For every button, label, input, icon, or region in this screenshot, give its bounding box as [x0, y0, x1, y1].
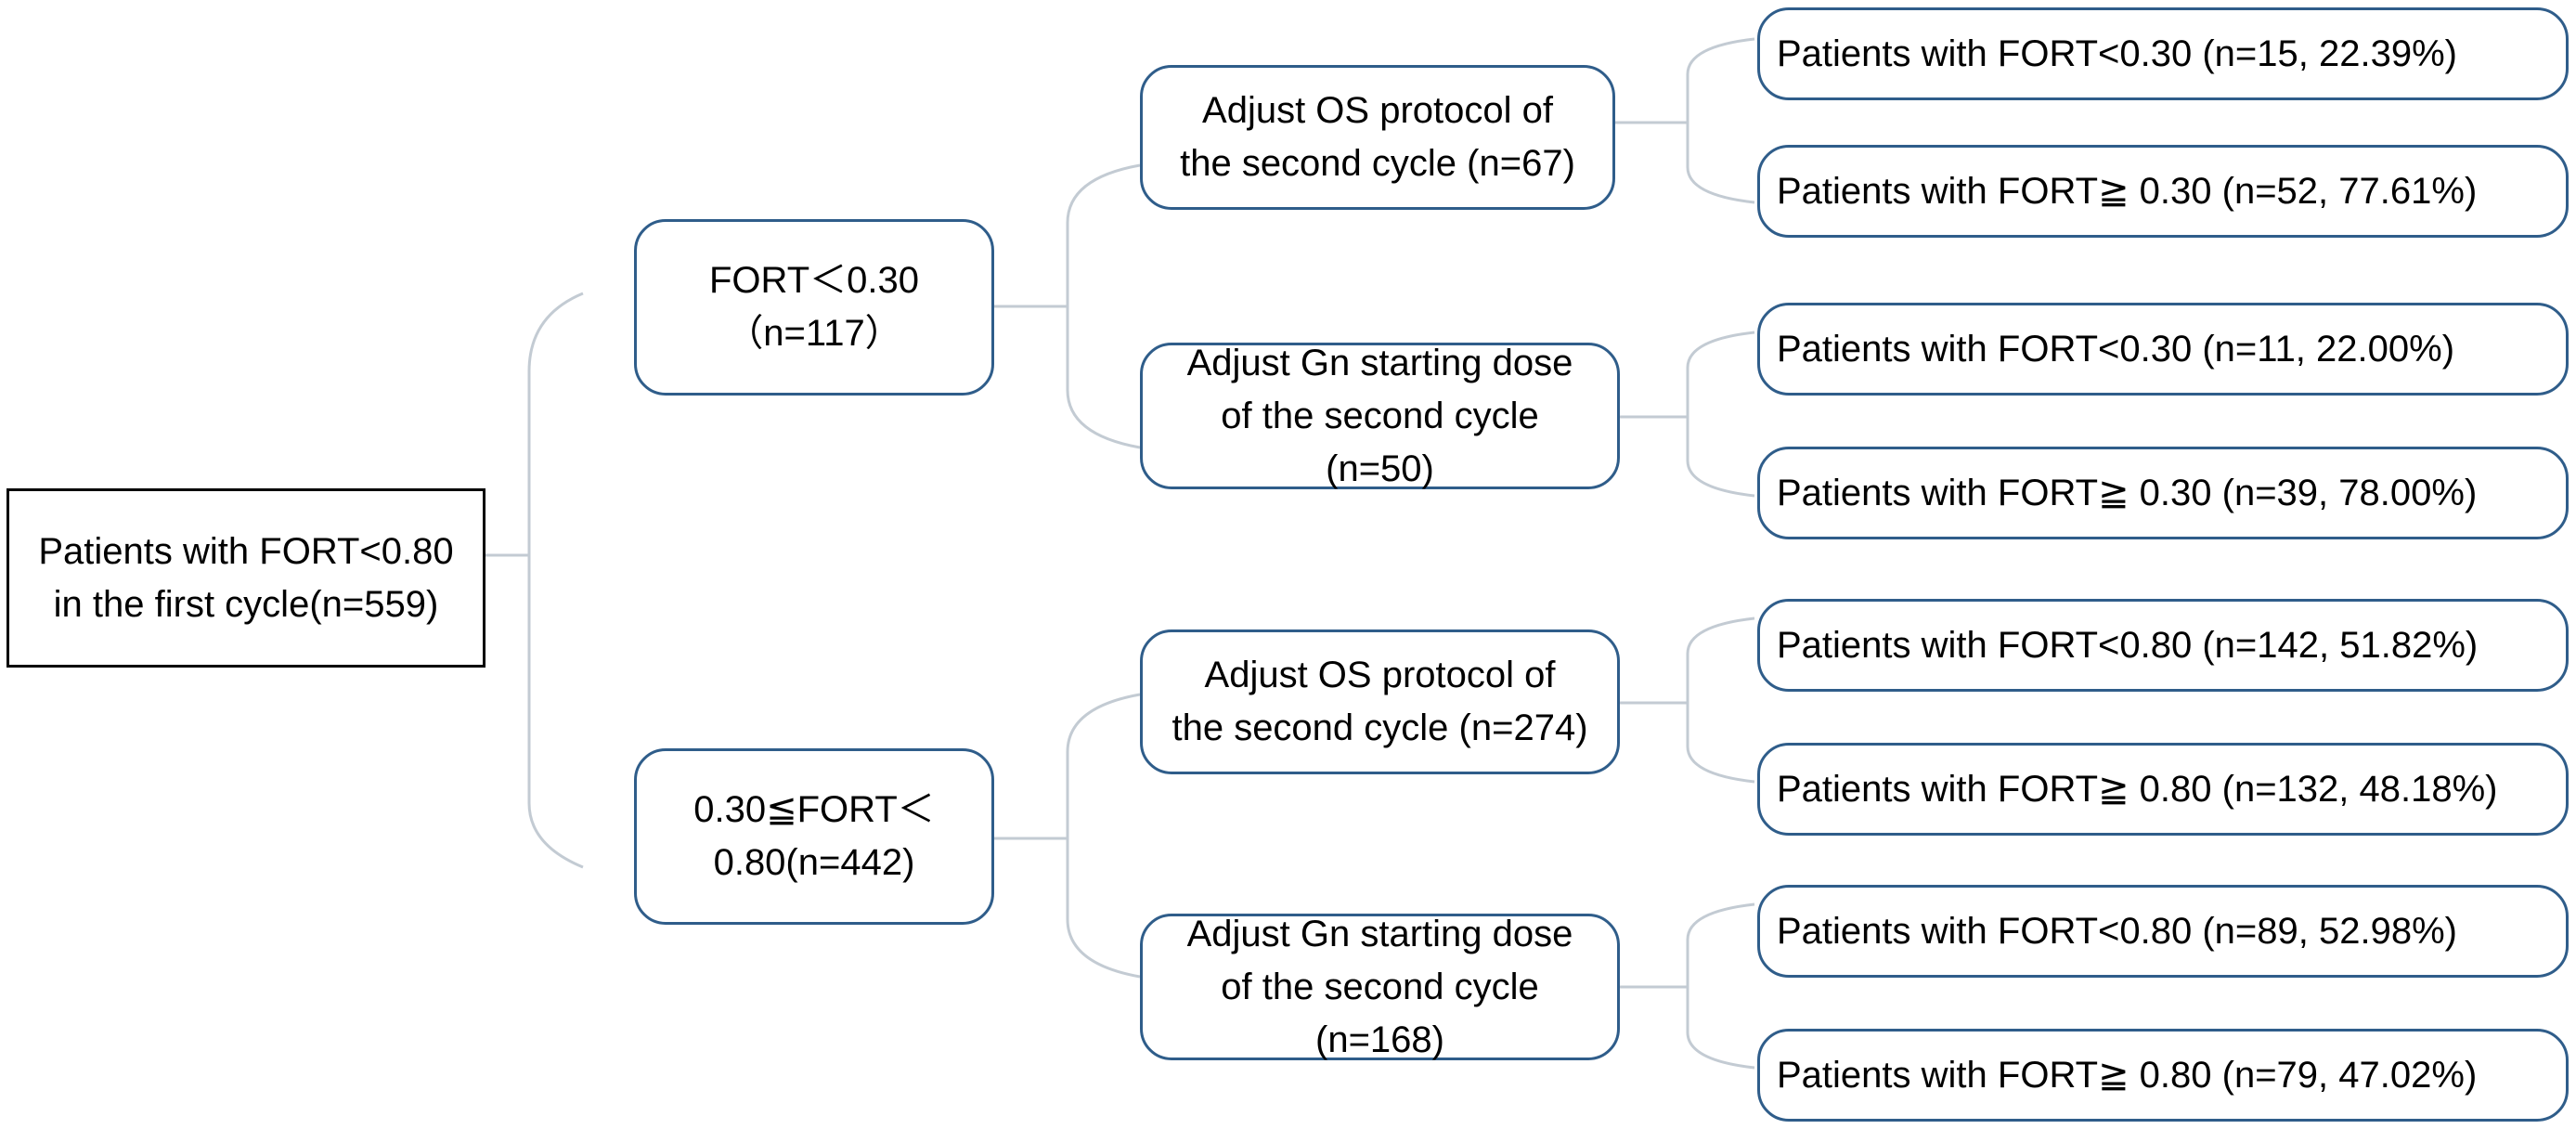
outcome-box: Patients with FORT<0.80 (n=89, 52.98%) [1757, 885, 2569, 978]
group-box-fort-lt-030: FORT＜0.30 （n=117） [634, 219, 994, 396]
group-box-fort-030-080: 0.30≦FORT＜ 0.80(n=442) [634, 748, 994, 925]
intervention-box-gn-dose: Adjust Gn starting dose of the second cy… [1140, 914, 1620, 1060]
outcome-box: Patients with FORT≧ 0.30 (n=52, 77.61%) [1757, 145, 2569, 238]
root-box: Patients with FORT<0.80 in the first cyc… [6, 488, 485, 668]
group-line-2: 0.80(n=442) [713, 842, 915, 883]
group-line-2: （n=117） [726, 313, 902, 354]
intervention-box-os-protocol: Adjust OS protocol of the second cycle (… [1140, 65, 1615, 210]
root-line-1: Patients with FORT<0.80 [38, 530, 454, 572]
outcome-box: Patients with FORT<0.30 (n=15, 22.39%) [1757, 7, 2569, 100]
intervention-line: the second cycle (n=274) [1171, 707, 1588, 748]
group-line-1: 0.30≦FORT＜ [693, 789, 935, 830]
intervention-line: (n=168) [1315, 1019, 1444, 1060]
intervention-line: Adjust OS protocol of [1202, 90, 1553, 131]
intervention-line: Adjust Gn starting dose [1186, 342, 1573, 383]
outcome-text: Patients with FORT≧ 0.30 (n=39, 78.00%) [1777, 472, 2478, 513]
intervention-line: Adjust OS protocol of [1204, 655, 1556, 695]
outcome-box: Patients with FORT≧ 0.80 (n=132, 48.18%) [1757, 743, 2569, 836]
outcome-box: Patients with FORT<0.80 (n=142, 51.82%) [1757, 599, 2569, 692]
outcome-text: Patients with FORT≧ 0.30 (n=52, 77.61%) [1777, 170, 2478, 212]
outcome-text: Patients with FORT<0.80 (n=142, 51.82%) [1777, 624, 2479, 666]
outcome-text: Patients with FORT<0.80 (n=89, 52.98%) [1777, 910, 2457, 952]
outcome-box: Patients with FORT≧ 0.30 (n=39, 78.00%) [1757, 447, 2569, 539]
outcome-text: Patients with FORT<0.30 (n=15, 22.39%) [1777, 32, 2457, 74]
group-line-1: FORT＜0.30 [709, 260, 919, 301]
intervention-box-os-protocol: Adjust OS protocol of the second cycle (… [1140, 629, 1620, 774]
intervention-line: (n=50) [1326, 448, 1434, 489]
outcome-text: Patients with FORT≧ 0.80 (n=132, 48.18%) [1777, 768, 2498, 810]
intervention-line: the second cycle (n=67) [1180, 143, 1575, 184]
intervention-box-gn-dose: Adjust Gn starting dose of the second cy… [1140, 343, 1620, 489]
root-line-2: in the first cycle(n=559) [53, 583, 439, 625]
intervention-line: of the second cycle [1221, 395, 1539, 436]
outcome-text: Patients with FORT<0.30 (n=11, 22.00%) [1777, 328, 2455, 370]
outcome-box: Patients with FORT<0.30 (n=11, 22.00%) [1757, 303, 2569, 396]
outcome-box: Patients with FORT≧ 0.80 (n=79, 47.02%) [1757, 1029, 2569, 1122]
intervention-line: of the second cycle [1221, 966, 1539, 1007]
outcome-text: Patients with FORT≧ 0.80 (n=79, 47.02%) [1777, 1054, 2478, 1096]
intervention-line: Adjust Gn starting dose [1186, 913, 1573, 954]
